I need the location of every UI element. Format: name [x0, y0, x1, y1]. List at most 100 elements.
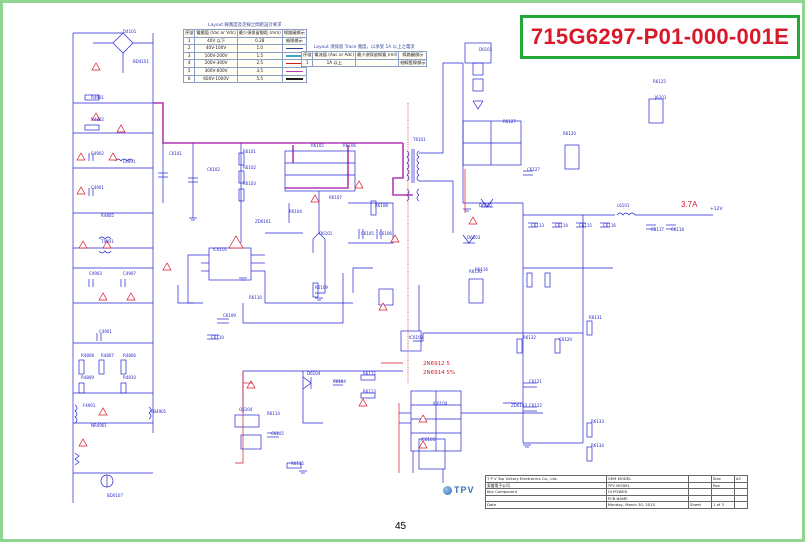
component-ref: C6116 — [603, 223, 616, 228]
voltage-table-cell: 細線標示 — [281, 36, 307, 46]
current-table-header: 電流值 (Aac or Adc) — [312, 51, 356, 60]
component-ref: C4902 — [91, 151, 104, 156]
component-ref: T4901 — [100, 239, 114, 244]
component-ref: C6115 — [579, 223, 592, 228]
component-ref: C6114 — [555, 223, 568, 228]
component-ref: R6108 — [375, 203, 388, 208]
voltage-table-cell: 600V-1000V — [194, 74, 238, 84]
title-block-cell — [688, 475, 712, 483]
component-ref: C6120 — [559, 337, 572, 342]
feedback-section — [234, 370, 503, 483]
voltage-table-cell: 4 — [182, 59, 196, 68]
component-ref: IC6104 — [433, 401, 448, 406]
voltage-table-cell: 40V 以下 — [194, 36, 238, 46]
component-ref: R6101 — [243, 149, 256, 154]
voltage-table-cell: 2 — [182, 44, 196, 53]
title-block-cell: Rev — [710, 481, 735, 490]
component-ref: R6103 — [243, 181, 256, 186]
title-block-cell — [710, 494, 735, 503]
component-ref: R4808 — [81, 353, 94, 358]
component-ref: C6109 — [223, 313, 236, 318]
pwm-controller-section — [158, 143, 394, 340]
voltage-table-cell: 100V-200V — [194, 51, 238, 61]
page-number: 45 — [395, 521, 407, 532]
component-ref: R4802 — [91, 117, 104, 122]
component-ref: R6114 — [267, 411, 280, 416]
component-ref: R6127 — [503, 119, 516, 124]
current-table-cell: 1A 以上 — [312, 58, 356, 68]
component-ref: C4903 — [89, 271, 102, 276]
voltage-table-header: 最少須保留間距 (mm) — [236, 29, 283, 38]
voltage-table-cell: 1.0 — [236, 44, 283, 53]
voltage-spacing-table: Layout 線寬度及走線之間距設計要求 序號電壓值 (Vac or Vdc)最… — [182, 23, 307, 84]
component-ref: C6117 — [651, 227, 664, 232]
component-ref: D6103 — [467, 235, 481, 240]
component-ref: R6134 — [591, 443, 604, 448]
component-ref: Q6104 — [239, 407, 253, 412]
voltage-table-header: 線路圖標示 — [281, 29, 307, 38]
annotation-2n6912: 2N6912 5 — [423, 361, 450, 367]
component-ref: R6113 — [363, 389, 376, 394]
annotation-2n6914: 2N6914 5% — [423, 370, 455, 376]
current-table-cell: 1 — [300, 58, 314, 68]
title-block-cell: 1 of 3 — [710, 501, 735, 509]
component-ref: R4807 — [101, 353, 114, 358]
component-ref: R6104 — [289, 209, 302, 214]
component-ref: R4805 — [101, 213, 114, 218]
red-annotation-lines — [235, 169, 466, 473]
component-ref: Q6101 — [319, 231, 333, 236]
title-block-cell — [485, 494, 607, 503]
warning-triangles — [76, 62, 478, 449]
component-ref: D4101 — [123, 29, 137, 34]
title-block-cell: OI POWER — [605, 488, 690, 496]
component-ref: T6101 — [412, 137, 426, 142]
voltage-table-cell: 3 — [182, 51, 196, 61]
component-ref: FB4901 — [151, 409, 167, 414]
title-block-cell: 東豐電子公司 — [485, 481, 607, 490]
title-block-cell: Date — [485, 501, 607, 509]
component-ref: C6113 — [531, 223, 544, 228]
component-ref: R6102 — [243, 165, 256, 170]
component-ref: C4907 — [123, 271, 136, 276]
component-ref: F4901 — [83, 403, 96, 408]
component-ref: R6132 — [523, 335, 536, 340]
current-table-caption: Layout 須保留 Trace 寬度，以承受 1A 以上之電流 — [313, 45, 415, 50]
voltage-table-cell: 5.5 — [236, 74, 283, 84]
voltage-table-cell: 200V-300V — [194, 59, 238, 68]
title-block: T P V Top Victory Electronics Co., Ltd.O… — [485, 475, 749, 509]
component-ref: L4901 — [123, 159, 136, 164]
voltage-table-cell: 1.5 — [236, 51, 283, 61]
model-number: 715G6297-P01-000-001E — [530, 24, 790, 49]
component-ref: C6106 — [379, 231, 392, 236]
voltage-table-cell — [281, 66, 307, 76]
title-block-cell: Sheet — [688, 501, 712, 509]
high-voltage-trace — [153, 102, 413, 196]
voltage-table-cell: 40V-100V — [194, 44, 238, 53]
component-ref: IC6105 — [421, 437, 436, 442]
secondary-output-section — [378, 42, 713, 462]
current-table-cell — [354, 58, 400, 68]
component-ref: L6101 — [617, 203, 630, 208]
component-ref: R6110 — [249, 295, 262, 300]
voltage-table-cell — [281, 74, 307, 84]
title-block-cell: TPV MODEL — [605, 481, 690, 490]
component-ref: R4809 — [81, 375, 94, 380]
tpv-logo-text: TPV — [454, 485, 475, 495]
title-block-cell — [733, 501, 749, 509]
title-block-cell: Monday, March 30, 2015 — [605, 501, 690, 509]
title-block-cell: OEM MODEL — [605, 475, 690, 483]
line-style-swatch — [285, 62, 303, 65]
title-block-cell: A3 — [733, 475, 749, 483]
line-style-swatch — [285, 70, 303, 72]
component-ref: D6102 — [479, 203, 493, 208]
component-ref: J6101 — [654, 95, 667, 100]
component-ref: R6106 — [343, 143, 356, 148]
voltage-table-cell: 5 — [182, 66, 196, 76]
component-ref: R6120 — [563, 131, 576, 136]
component-ref: NR4901 — [91, 423, 107, 428]
